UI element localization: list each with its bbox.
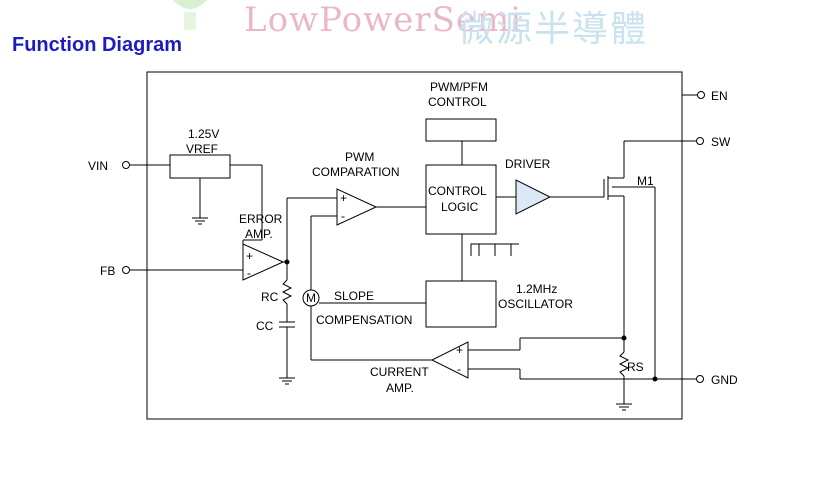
sw-pin (696, 137, 704, 145)
control-logic-block (425, 164, 497, 235)
watermark-brand-cjk: 微源半導體 (458, 9, 649, 50)
pin-label-en: EN (711, 89, 728, 103)
pwm-comp-plus: + (340, 191, 347, 205)
chip-boundary (146, 71, 683, 420)
label-current: CURRENT (370, 365, 429, 379)
label-comparation: COMPARATION (312, 165, 400, 179)
label-slope: SLOPE (334, 289, 374, 303)
vin-pin (122, 161, 130, 169)
label-driver: DRIVER (505, 157, 551, 171)
fb-pin (122, 266, 130, 274)
pwm-comparator (336, 188, 378, 226)
current-amp-plus: + (456, 343, 463, 357)
label-error: ERROR (239, 212, 283, 226)
pin-label-sw: SW (711, 135, 731, 149)
pin-label-fb: FB (100, 264, 115, 278)
pin-label-vin: VIN (88, 159, 108, 173)
error-amp-plus: + (246, 249, 253, 263)
gnd-pin (696, 375, 704, 383)
rs-resistor (618, 351, 630, 377)
label-current-amp: AMP. (386, 381, 414, 395)
label-vref-value: 1.25V (188, 127, 219, 141)
vref-block (169, 154, 231, 179)
clock-pulse-icon (470, 243, 519, 256)
current-amp-minus: - (457, 362, 461, 376)
driver-buffer (515, 179, 552, 215)
error-amplifier (242, 243, 285, 281)
oscillator-block (425, 280, 497, 328)
label-error-amp: AMP. (245, 227, 273, 241)
error-amp-minus: - (247, 266, 251, 280)
label-control: CONTROL (428, 184, 487, 198)
label-compensation: COMPENSATION (316, 313, 412, 327)
page-title: Function Diagram (12, 34, 183, 56)
current-amplifier (430, 341, 469, 379)
label-rc: RC (261, 290, 279, 304)
label-pwm-pfm-control: CONTROL (428, 95, 487, 109)
label-osc-frequency: 1.2MHz (516, 282, 557, 296)
label-logic: LOGIC (441, 200, 479, 214)
en-pin (697, 91, 705, 99)
pwm-pfm-control-block (425, 118, 497, 142)
rc-resistor (281, 279, 293, 305)
pin-label-gnd: GND (711, 373, 738, 387)
watermark-brand-latin: LowPowerSemi (244, 0, 523, 40)
label-pwm-pfm: PWM/PFM (430, 80, 488, 94)
label-rs: RS (627, 360, 644, 374)
label-pwm: PWM (345, 150, 374, 164)
pwm-comp-minus: - (341, 209, 345, 223)
label-m1: M1 (637, 174, 654, 188)
logo-mark (172, 0, 208, 30)
label-oscillator: OSCILLATOR (498, 297, 573, 311)
label-cc: CC (256, 319, 274, 333)
label-vref: VREF (186, 142, 218, 156)
slope-source-letter: M (306, 291, 316, 305)
